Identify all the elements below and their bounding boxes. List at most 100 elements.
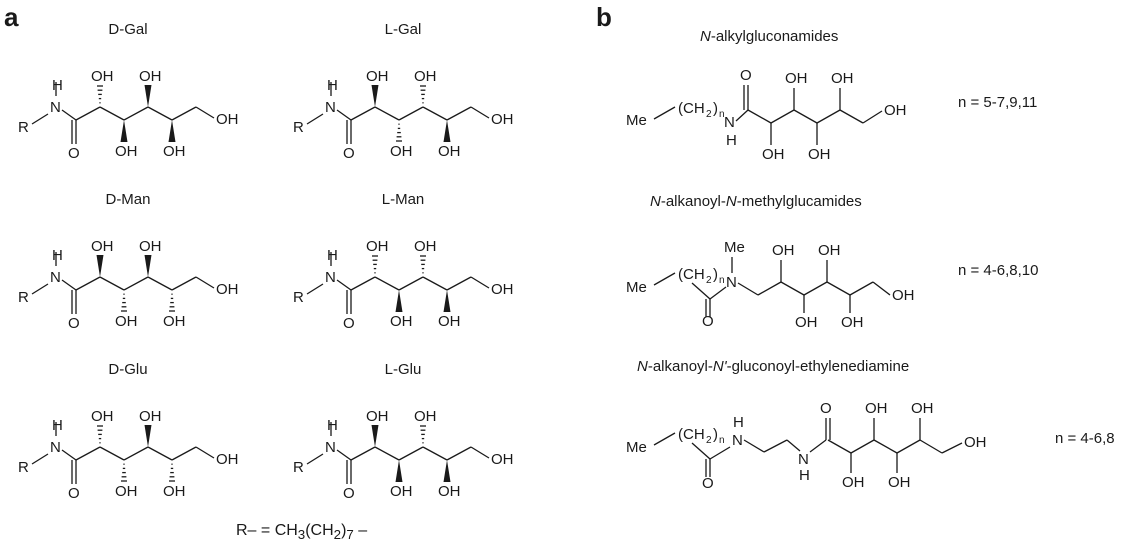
hydrogen-label: H: [327, 247, 338, 264]
hydroxyl-label: OH: [438, 313, 461, 330]
wedge-bond: [443, 120, 451, 142]
hydroxyl-label: OH: [414, 408, 437, 425]
svg-text:OH: OH: [762, 146, 785, 163]
wedge-bond: [395, 460, 403, 482]
wedge-bond: [371, 85, 379, 107]
bond: [99, 446, 125, 461]
svg-text:OH: OH: [884, 102, 907, 119]
wedge-bond: [144, 425, 152, 447]
bond: [61, 109, 77, 121]
nitrogen-label: N: [50, 99, 61, 116]
svg-text:): ): [713, 266, 718, 283]
svg-text:OH: OH: [772, 242, 795, 259]
structure-name: D-Man: [105, 191, 150, 208]
r-group-label: R: [18, 459, 29, 476]
bond: [147, 276, 173, 291]
bond: [31, 453, 49, 465]
carbonyl-oxygen-label: O: [343, 315, 355, 332]
structure-alkylgluconamide: Me (CH 2 ) n N H O OH OH OH OH OH: [626, 67, 907, 163]
bond: [195, 276, 215, 289]
nitrogen-label: N: [325, 439, 336, 456]
title-alkanoyl-gluconoyl-ethylenediamine: N-alkanoyl-N'-gluconoyl-ethylenediamine: [637, 358, 910, 375]
hydrogen-label: H: [52, 77, 63, 94]
svg-text:2: 2: [706, 275, 712, 286]
bond: [123, 106, 149, 121]
bond: [398, 446, 424, 461]
svg-text:OH: OH: [795, 314, 818, 331]
svg-text:OH: OH: [911, 400, 934, 417]
svg-text:): ): [713, 426, 718, 443]
svg-text:H: H: [726, 132, 737, 149]
bond: [147, 106, 173, 121]
bond: [350, 446, 376, 461]
bond: [306, 453, 324, 465]
svg-text:Me: Me: [724, 239, 745, 256]
bond: [374, 106, 400, 121]
terminal-hydroxyl-label: OH: [216, 111, 239, 128]
bond: [446, 276, 472, 291]
n-range-ethylenediamine: n = 4-6,8: [1055, 430, 1115, 447]
wedge-bond: [144, 85, 152, 107]
bond: [61, 279, 77, 291]
bond: [123, 446, 149, 461]
nitrogen-label: N: [325, 269, 336, 286]
hydroxyl-label: OH: [366, 238, 389, 255]
hydroxyl-label: OH: [163, 143, 186, 160]
bond: [446, 446, 472, 461]
wedge-bond: [120, 120, 128, 142]
hydrogen-label: H: [52, 247, 63, 264]
title-alkylgluconamides: N-alkylgluconamides: [700, 28, 839, 45]
svg-text:Me: Me: [626, 112, 647, 129]
hydroxyl-label: OH: [163, 483, 186, 500]
wedge-bond: [395, 290, 403, 312]
svg-text:(CH: (CH: [678, 266, 705, 283]
bond: [398, 106, 424, 121]
terminal-hydroxyl-label: OH: [491, 111, 514, 128]
bond: [99, 106, 125, 121]
bond: [171, 276, 197, 291]
wedge-bond: [96, 255, 104, 277]
svg-text:): ): [713, 100, 718, 117]
bond: [374, 276, 400, 291]
hydroxyl-label: OH: [366, 68, 389, 85]
hydrogen-label: H: [327, 77, 338, 94]
hydroxyl-label: OH: [390, 143, 413, 160]
hydroxyl-label: OH: [139, 238, 162, 255]
carbonyl-oxygen-label: O: [343, 485, 355, 502]
wedge-bond: [443, 290, 451, 312]
hydroxyl-label: OH: [414, 68, 437, 85]
bond: [75, 446, 101, 461]
structure-methylglucamide: Me (CH 2 ) n O N Me OH OH OH OH OH: [626, 239, 915, 331]
bond: [398, 276, 424, 291]
bond: [422, 446, 448, 461]
hydroxyl-label: OH: [163, 313, 186, 330]
svg-text:N: N: [798, 451, 809, 468]
r-group-definition: R– = CH3(CH2)7 –: [236, 522, 368, 543]
bond: [446, 106, 472, 121]
svg-text:n: n: [719, 435, 725, 446]
bond: [422, 106, 448, 121]
terminal-hydroxyl-label: OH: [216, 451, 239, 468]
svg-text:OH: OH: [865, 400, 888, 417]
svg-text:H: H: [799, 467, 810, 484]
svg-text:OH: OH: [808, 146, 831, 163]
bond: [336, 449, 352, 461]
bond: [470, 106, 490, 119]
hydroxyl-label: OH: [390, 313, 413, 330]
svg-text:n: n: [719, 109, 725, 120]
carbonyl-oxygen-label: O: [68, 145, 80, 162]
hydroxyl-label: OH: [366, 408, 389, 425]
bond: [99, 276, 125, 291]
svg-text:N: N: [726, 274, 737, 291]
svg-text:OH: OH: [831, 70, 854, 87]
svg-text:2: 2: [706, 435, 712, 446]
nitrogen-label: N: [50, 269, 61, 286]
wedge-bond: [168, 120, 176, 142]
svg-text:OH: OH: [841, 314, 864, 331]
r-group-label: R: [293, 289, 304, 306]
bond: [195, 106, 215, 119]
